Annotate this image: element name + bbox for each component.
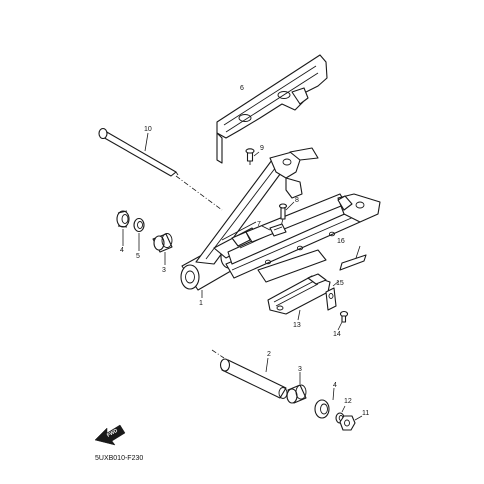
diagram-code: 5UXB010-F230 [95, 455, 143, 462]
part-7-holder[interactable] [269, 223, 287, 237]
callout-2: 2 [267, 351, 271, 358]
callout-13: 13 [293, 322, 301, 329]
callout-4-right: 4 [333, 382, 337, 389]
fwd-arrow-icon: FWD [94, 424, 126, 446]
callout-10: 10 [144, 126, 152, 133]
callout-3-upper: 3 [162, 267, 166, 274]
callout-6: 6 [240, 85, 244, 92]
callout-15: 15 [336, 280, 344, 287]
part-9-bolt[interactable] [245, 148, 255, 165]
part-10-pivot-shaft[interactable] [98, 127, 179, 177]
part-11-nut[interactable] [339, 415, 356, 431]
callout-5: 5 [136, 253, 140, 260]
part-6-chain-case[interactable] [216, 54, 328, 164]
part-3-bushing-upper[interactable] [152, 233, 173, 253]
callout-1: 1 [199, 300, 203, 307]
callout-16: 16 [337, 238, 345, 245]
fwd-label: FWD [106, 428, 119, 439]
part-13-chain-guide[interactable] [267, 273, 331, 315]
part-14-screw[interactable] [339, 310, 349, 323]
part-16-pad[interactable] [339, 254, 367, 271]
callout-14: 14 [333, 331, 341, 338]
part-4-oil-seal-left[interactable] [116, 210, 130, 228]
part-15-plate[interactable] [325, 287, 337, 311]
part-3-bushing-lower[interactable] [286, 384, 307, 404]
part-2-shaft[interactable] [219, 358, 288, 399]
callout-8: 8 [295, 197, 299, 204]
callout-9: 9 [260, 145, 264, 152]
callout-3-lower: 3 [298, 366, 302, 373]
part-5-washer[interactable] [133, 217, 145, 233]
part-8-bolt[interactable] [278, 203, 288, 220]
part-4-oil-seal-right[interactable] [314, 399, 330, 419]
callout-12: 12 [344, 398, 352, 405]
callout-11: 11 [362, 410, 369, 417]
part-1-rear-arm[interactable] [180, 147, 381, 291]
callout-4-left: 4 [120, 247, 124, 254]
callout-7: 7 [257, 221, 261, 228]
